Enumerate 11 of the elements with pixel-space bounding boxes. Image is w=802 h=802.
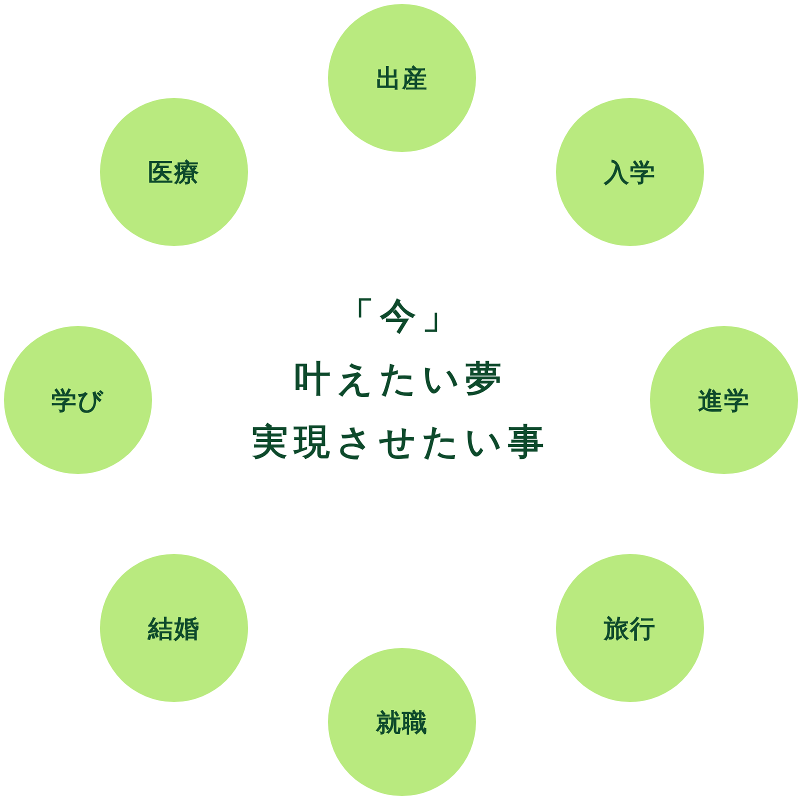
topic-label: 入学 <box>604 156 656 188</box>
center-heading: 実現させたい事 <box>252 421 550 465</box>
center-heading: 「今」 <box>338 295 464 339</box>
topic-label: 進学 <box>698 384 750 416</box>
topic-label: 就職 <box>376 706 428 738</box>
topic-label: 結婚 <box>148 612 200 644</box>
center-heading: 叶えたい夢 <box>294 358 508 402</box>
topic-label: 医療 <box>148 156 200 188</box>
topic-label: 学び <box>52 384 104 416</box>
topic-label: 出産 <box>376 62 428 94</box>
topic-label: 旅行 <box>604 612 656 644</box>
